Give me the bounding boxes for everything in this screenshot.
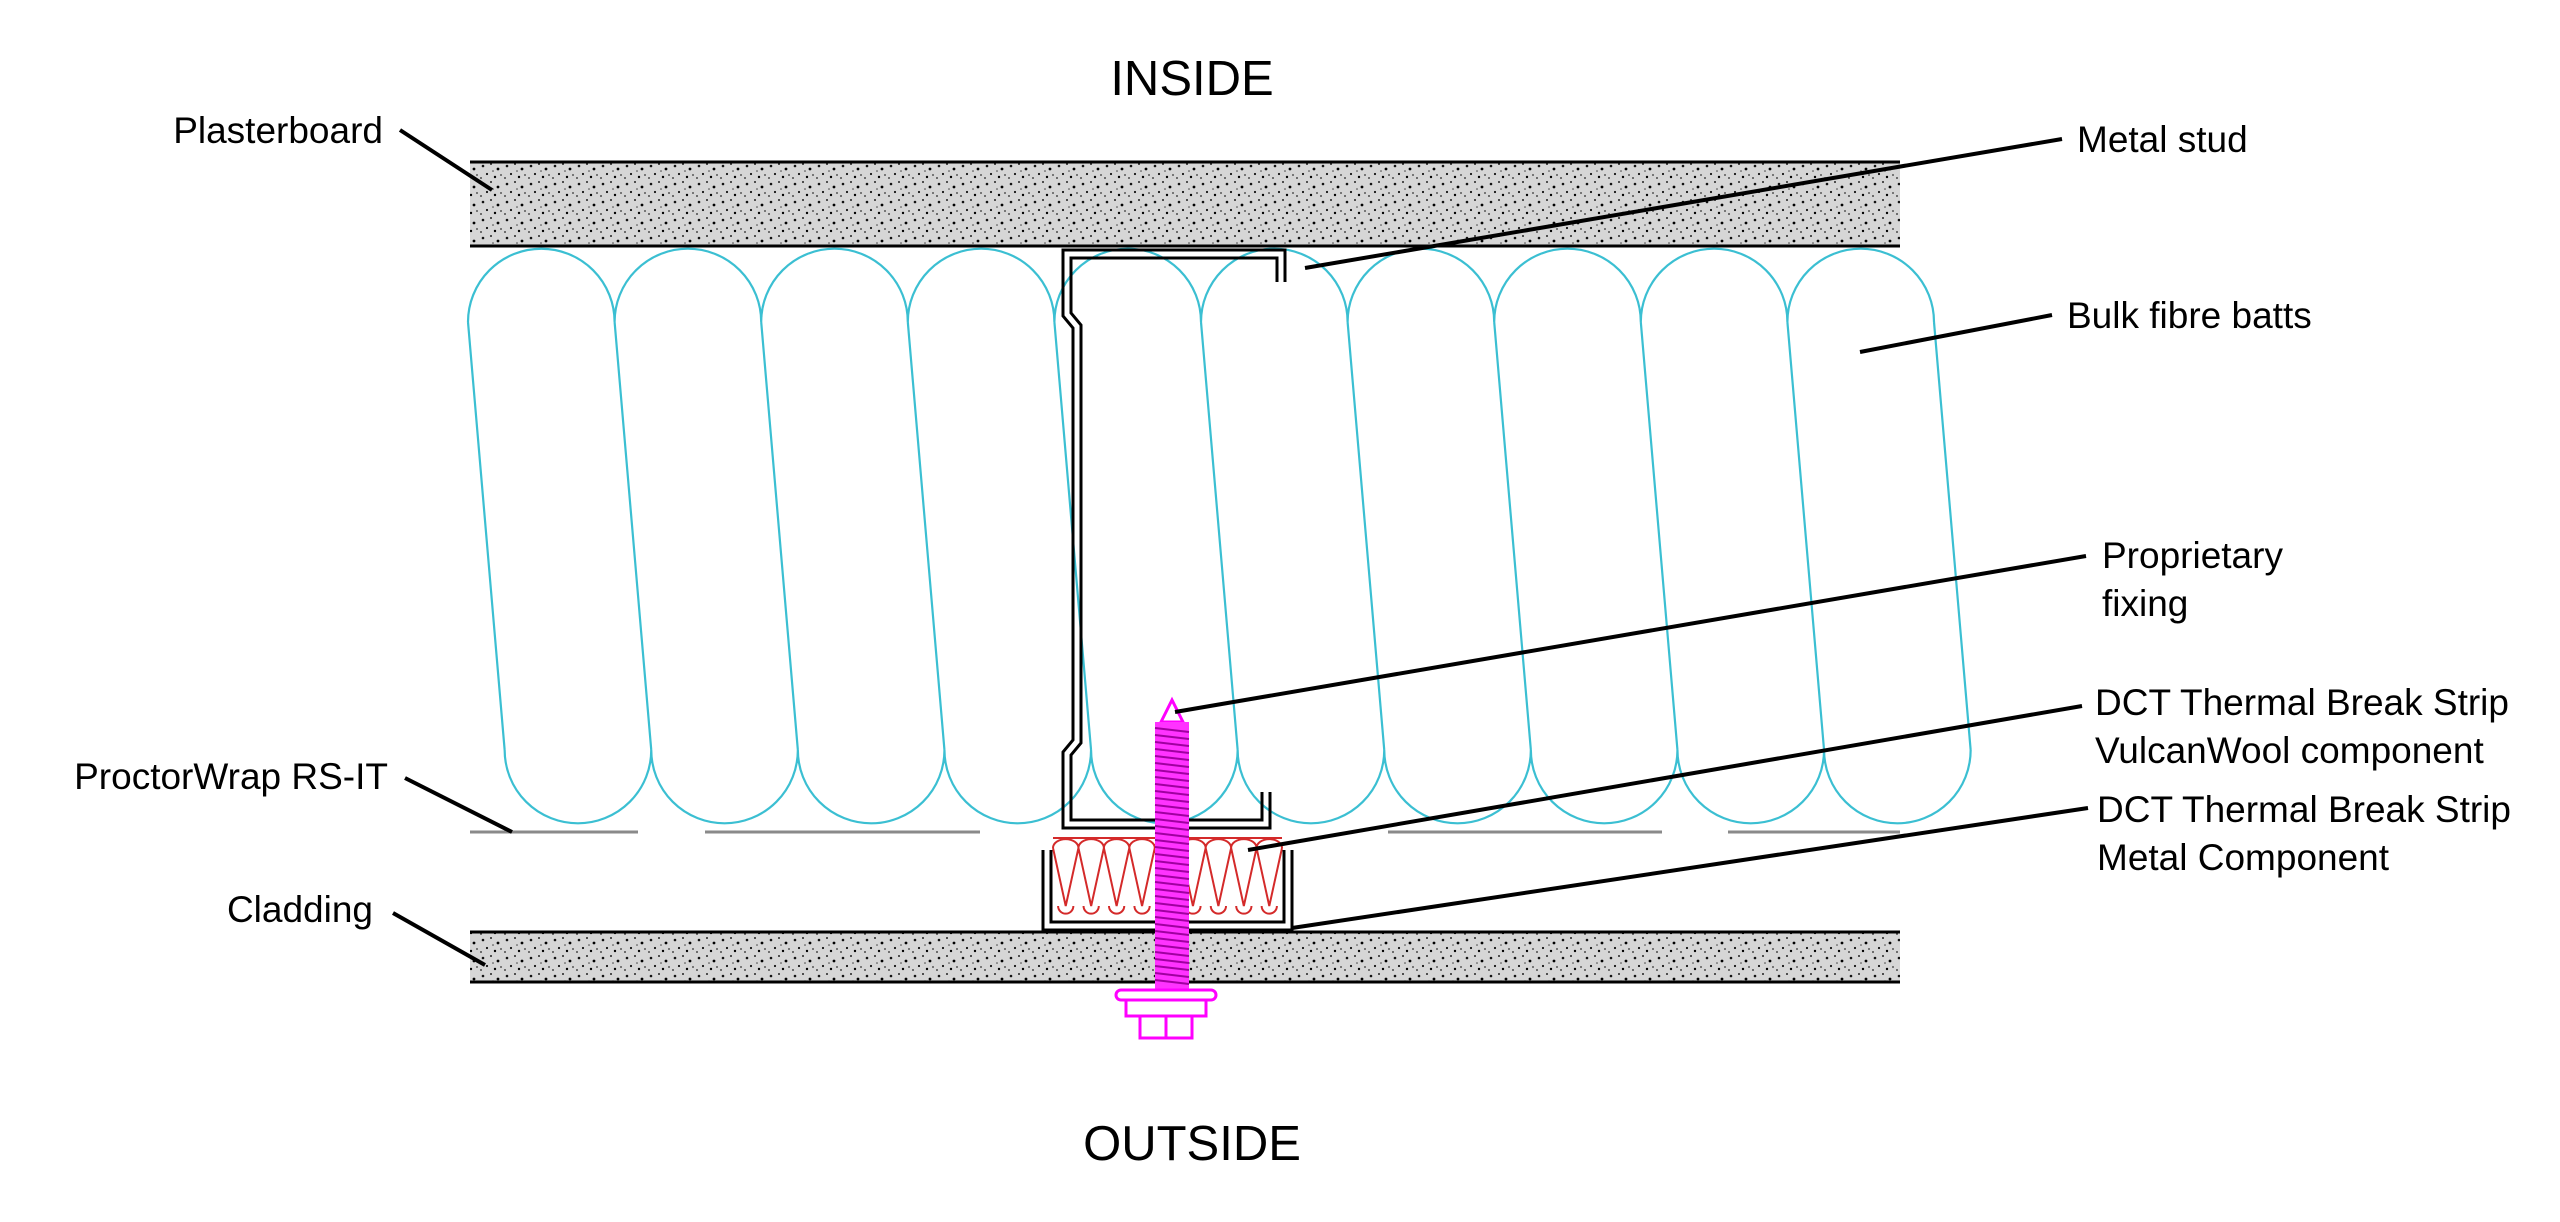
batt-loop-tops [466, 247, 1972, 751]
metal-component-label-line2: Metal Component [2097, 837, 2390, 878]
proctorwrap-label: ProctorWrap RS-IT [74, 756, 388, 797]
proprietary-fixing-leader [1174, 554, 2087, 714]
cladding-label: Cladding [227, 889, 373, 930]
proprietary-fixing [1114, 696, 1218, 1040]
metal-component-leader [1291, 806, 2089, 930]
metal-component-label-line1: DCT Thermal Break Strip [2097, 789, 2511, 830]
plasterboard-layer [470, 160, 1900, 248]
inside-label: INSIDE [1110, 52, 1273, 106]
proprietary-fixing-label-line2: fixing [2102, 583, 2188, 624]
plasterboard-leader [398, 128, 494, 192]
bulk-fibre-batts [466, 247, 1972, 825]
bulk-fibre-batts-label: Bulk fibre batts [2067, 295, 2312, 336]
bulk-fibre-batts-leader [1859, 313, 2053, 354]
cladding-leader [392, 911, 486, 967]
metal-stud-label: Metal stud [2077, 119, 2248, 160]
metal-stud-leader [1304, 137, 2063, 270]
vulcanwool-label-line1: DCT Thermal Break Strip [2095, 682, 2509, 723]
proprietary-fixing-label-line1: Proprietary [2102, 535, 2283, 576]
outside-label: OUTSIDE [1083, 1117, 1301, 1171]
plasterboard-label: Plasterboard [173, 110, 383, 151]
leader-lines [392, 128, 2089, 967]
batt-loop-bottoms [503, 749, 1972, 825]
proctorwrap-leader [404, 776, 513, 834]
vulcanwool-leader [1247, 704, 2083, 852]
vulcanwool-label-line2: VulcanWool component [2095, 730, 2484, 771]
fixing-threads [1154, 727, 1190, 985]
